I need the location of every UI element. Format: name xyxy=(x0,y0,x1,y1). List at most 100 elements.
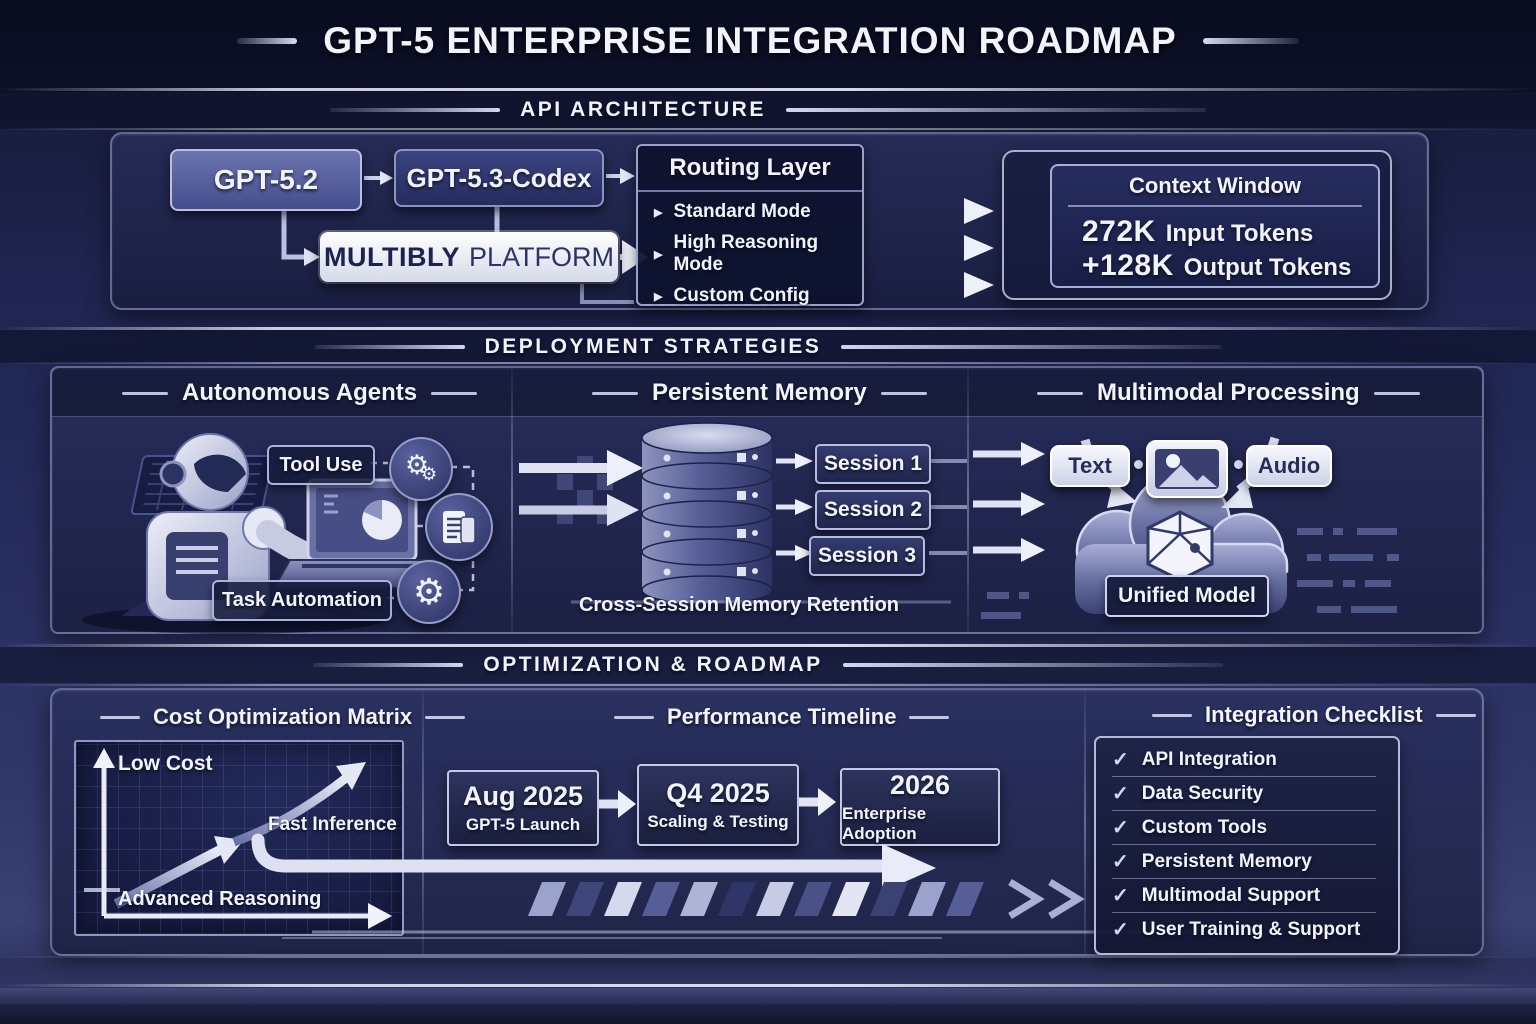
gear-glyph: ⚙ xyxy=(412,571,446,612)
rule xyxy=(122,391,168,395)
routing-item-custom-config: ▶ Custom Config xyxy=(638,276,862,307)
roadmap-arrow xyxy=(251,833,1192,939)
polyhedron-icon xyxy=(1146,510,1214,582)
cost-matrix-axes xyxy=(84,748,392,929)
context-window-rule xyxy=(1068,205,1362,207)
incoming-arrows xyxy=(973,442,1045,562)
divider-line xyxy=(0,362,1536,364)
multibly-platform-box: MULTIBLY PLATFORM xyxy=(320,232,618,282)
checklist-item-data-security: ✓ Data Security xyxy=(1112,777,1376,811)
column-divider xyxy=(422,690,424,954)
page-title: GPT-5 ENTERPRISE INTEGRATION ROADMAP xyxy=(323,20,1177,61)
bottom-highlight-strip xyxy=(0,988,1536,1004)
check-icon: ✓ xyxy=(1112,885,1129,907)
rule xyxy=(785,108,1206,112)
rule xyxy=(1152,713,1192,717)
context-window-box: Context Window 272K Input Tokens +128K Out… xyxy=(1050,164,1380,288)
rule xyxy=(592,391,638,395)
optimization-header-band xyxy=(0,647,1536,683)
check-icon: ✓ xyxy=(1112,851,1129,873)
deployment-panel: Autonomous Agents Persistent Memory Mult… xyxy=(50,366,1484,634)
rule xyxy=(314,345,465,349)
checklist-item-custom-tools: ✓ Custom Tools xyxy=(1112,811,1376,845)
checklist-label: User Training & Support xyxy=(1141,918,1361,940)
triangle-bullet-icon: ▶ xyxy=(654,290,663,303)
checklist-item-user-training: ✓ User Training & Support xyxy=(1112,913,1376,946)
cost-y-axis-label: Low Cost xyxy=(118,752,213,775)
audio-modality-pill: Audio xyxy=(1246,445,1332,487)
page-title-row: GPT-5 ENTERPRISE INTEGRATION ROADMAP xyxy=(0,20,1536,62)
output-token-label: Output Tokens xyxy=(1183,254,1352,281)
check-icon: ✓ xyxy=(1112,817,1129,839)
deployment-column-header-strip xyxy=(52,368,1482,417)
input-token-label: Input Tokens xyxy=(1165,220,1314,247)
unified-model-box: Unified Model xyxy=(1105,575,1269,617)
milestone-label: Enterprise Adoption xyxy=(842,804,927,843)
check-icon: ✓ xyxy=(1112,783,1129,805)
api-section-title: API ARCHITECTURE xyxy=(520,98,766,121)
task-automation-chip: Task Automation xyxy=(212,580,392,621)
checklist-item-api-integration: ✓ API Integration xyxy=(1112,743,1376,777)
divider-line xyxy=(0,327,1536,330)
rule xyxy=(313,663,464,667)
output-token-value: +128K xyxy=(1082,249,1174,282)
divider-line xyxy=(0,684,1536,686)
model-box-gpt-5-3-codex: GPT-5.3-Codex xyxy=(394,149,604,207)
gear-glyph: ⚙ xyxy=(404,449,430,480)
routing-layer-box: Routing Layer ▶ Standard Mode ▶ High Rea… xyxy=(636,144,864,306)
api-header-band xyxy=(0,91,1536,129)
routing-item-label: Custom Config xyxy=(673,285,810,306)
persistent-memory-title: Persistent Memory xyxy=(652,379,867,406)
divider-line xyxy=(0,956,1536,958)
rule xyxy=(1435,713,1476,717)
divider-line xyxy=(0,984,1536,987)
image-modality-icon xyxy=(1146,440,1228,498)
checklist-label: API Integration xyxy=(1141,748,1277,770)
context-window-outer: Context Window 272K Input Tokens +128K Out… xyxy=(1002,150,1392,300)
multimodal-processing-header: Multimodal Processing xyxy=(1037,379,1420,407)
timeline-header: Performance Timeline xyxy=(614,704,950,730)
rule xyxy=(614,715,654,719)
checklist-item-persistent-memory: ✓ Persistent Memory xyxy=(1112,845,1376,879)
routing-item-label: Standard Mode xyxy=(673,201,811,222)
rule xyxy=(425,715,466,719)
text-modality-pill: Text xyxy=(1050,445,1130,487)
context-input-tokens: 272K Input Tokens xyxy=(1052,215,1378,249)
session-arrows xyxy=(571,453,967,604)
deployment-section-title: DEPLOYMENT STRATEGIES xyxy=(484,335,822,358)
session-2-box: Session 2 xyxy=(815,490,931,530)
optimization-section-header: OPTIMIZATION & ROADMAP xyxy=(0,653,1536,677)
session-1-box: Session 1 xyxy=(815,444,931,484)
timeline-title: Performance Timeline xyxy=(667,704,897,729)
milestone-date: Aug 2025 xyxy=(462,781,584,811)
divider-line xyxy=(0,128,1536,130)
gears-icon: ⚙ ⚙ xyxy=(389,437,453,501)
milestone-aug-2025: Aug 2025 GPT-5 Launch xyxy=(447,770,599,846)
divider-line xyxy=(0,644,1536,647)
session-3-box: Session 3 xyxy=(809,536,925,576)
checklist-header: Integration Checklist xyxy=(1152,702,1476,728)
autonomous-agents-header: Autonomous Agents xyxy=(122,379,478,407)
rule xyxy=(841,345,1222,349)
multimodal-illustration xyxy=(973,436,1399,619)
api-architecture-panel: GPT-5.2 GPT-5.3-Codex Routing Layer ▶ St… xyxy=(110,132,1429,310)
check-icon: ✓ xyxy=(1112,919,1129,941)
checklist-label: Multimodal Support xyxy=(1141,884,1321,906)
rule xyxy=(330,108,501,112)
milestone-2026: 2026 Enterprise Adoption xyxy=(840,768,1000,846)
rule xyxy=(909,715,950,719)
title-rule-left xyxy=(237,38,298,44)
checklist-box: ✓ API Integration ✓ Data Security ✓ Cust… xyxy=(1094,736,1400,955)
divider-line xyxy=(0,88,1536,91)
rule xyxy=(1037,391,1083,395)
deployment-header-band xyxy=(0,330,1536,363)
memory-caption: Cross-Session Memory Retention xyxy=(578,594,900,616)
rule xyxy=(431,391,478,395)
input-token-value: 272K xyxy=(1082,215,1156,248)
data-stream-dots xyxy=(981,528,1399,619)
context-window-title: Context Window xyxy=(1128,173,1302,198)
chevron-stripes xyxy=(528,879,1085,919)
separator-dot xyxy=(1234,460,1243,469)
arrowhead xyxy=(1221,482,1253,508)
database-leds xyxy=(663,453,758,576)
